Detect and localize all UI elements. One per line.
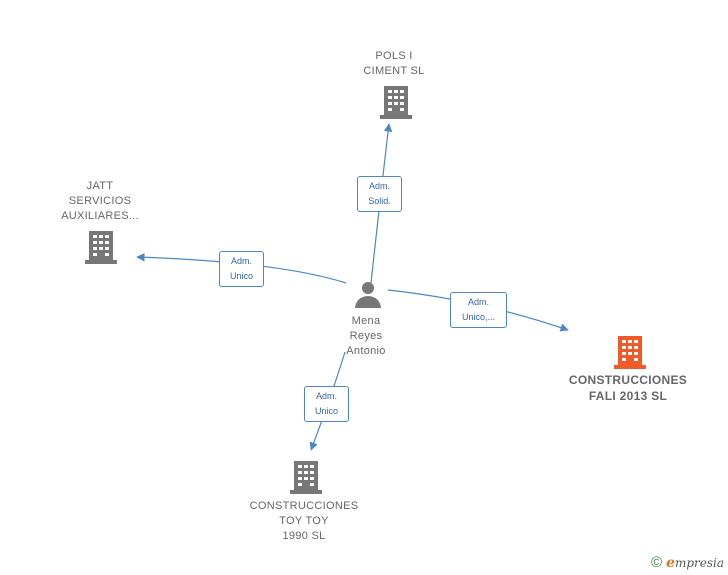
company-label: POLS I CIMENT SL	[363, 50, 425, 77]
edge-label-toy[interactable]: Adm. Unico	[304, 386, 349, 422]
copyright-symbol: ©	[650, 554, 663, 571]
company-node-fali[interactable]: CONSTRUCCIONES FALI 2013 SL	[556, 372, 700, 404]
edge-label-pols[interactable]: Adm. Solid.	[357, 176, 402, 212]
copyright-notice: © empresia	[651, 554, 724, 571]
brand-logo: empresia	[666, 555, 724, 571]
brand-initial: e	[666, 554, 675, 571]
building-icon-focus[interactable]	[614, 335, 646, 369]
company-node-toy[interactable]: CONSTRUCCIONES TOY TOY 1990 SL	[238, 499, 370, 544]
edge-label-jatt[interactable]: Adm. Unico	[219, 251, 264, 287]
company-label: JATT SERVICIOS AUXILIARES...	[61, 180, 139, 222]
building-icon[interactable]	[290, 460, 322, 494]
building-icon[interactable]	[85, 230, 117, 264]
person-icon[interactable]	[353, 279, 383, 309]
person-name: Mena Reyes Antonio	[346, 315, 386, 357]
company-node-jatt[interactable]: JATT SERVICIOS AUXILIARES...	[42, 179, 158, 224]
brand-name: mpresia	[674, 555, 724, 570]
building-icon[interactable]	[380, 85, 412, 119]
person-node[interactable]: Mena Reyes Antonio	[326, 314, 406, 359]
edge-label-fali[interactable]: Adm. Unico,...	[450, 292, 507, 328]
company-label: CONSTRUCCIONES TOY TOY 1990 SL	[249, 500, 359, 542]
company-label-focus: CONSTRUCCIONES FALI 2013 SL	[568, 373, 688, 403]
company-node-pols[interactable]: POLS I CIMENT SL	[336, 49, 452, 79]
